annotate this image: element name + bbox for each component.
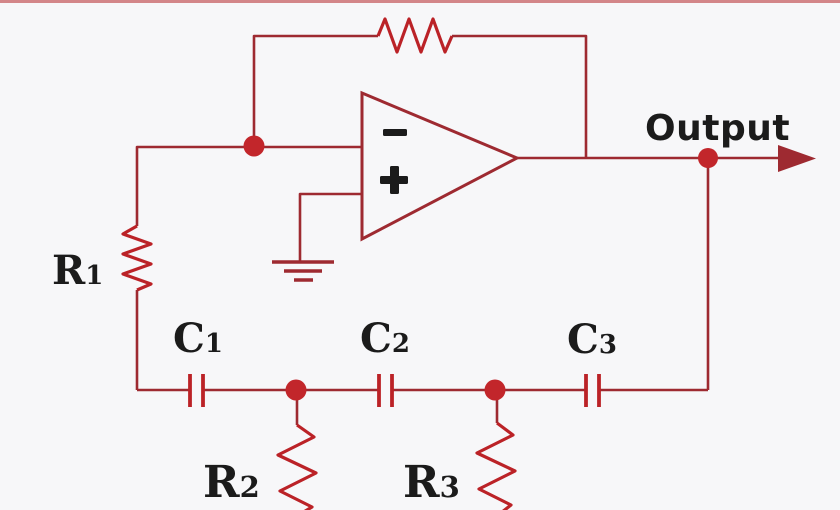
feedback-resistor [376,17,454,54]
output-arrowhead [778,145,816,172]
minus-icon [383,129,407,136]
ground-symbol [272,260,334,282]
node-feedback-tap [243,135,265,157]
node-output [698,148,718,168]
node-c1-r2 [285,379,307,401]
node-c2-r3 [484,379,506,401]
label-r3: R3 [403,457,460,508]
capacitor-c3 [584,374,601,407]
label-c2: C2 [360,315,410,362]
top-edge-line [0,0,840,3]
capacitor-c2 [377,374,394,407]
label-r1: R1 [52,247,103,294]
feedback-wire [252,34,378,146]
label-c3: C3 [567,316,617,363]
resistor-r1 [121,224,153,292]
opamp-triangle [360,90,521,242]
noninverting-input-wire [298,192,362,262]
inverting-input-wire [135,145,362,226]
resistor-r3 [475,421,517,510]
label-r2: R2 [203,457,260,508]
label-c1: C1 [173,315,223,362]
feedback-wire-right [452,34,588,158]
resistor-r2 [276,423,318,510]
capacitor-c1 [188,374,205,407]
output-label: Output [645,108,790,149]
plus-icon [380,166,408,194]
